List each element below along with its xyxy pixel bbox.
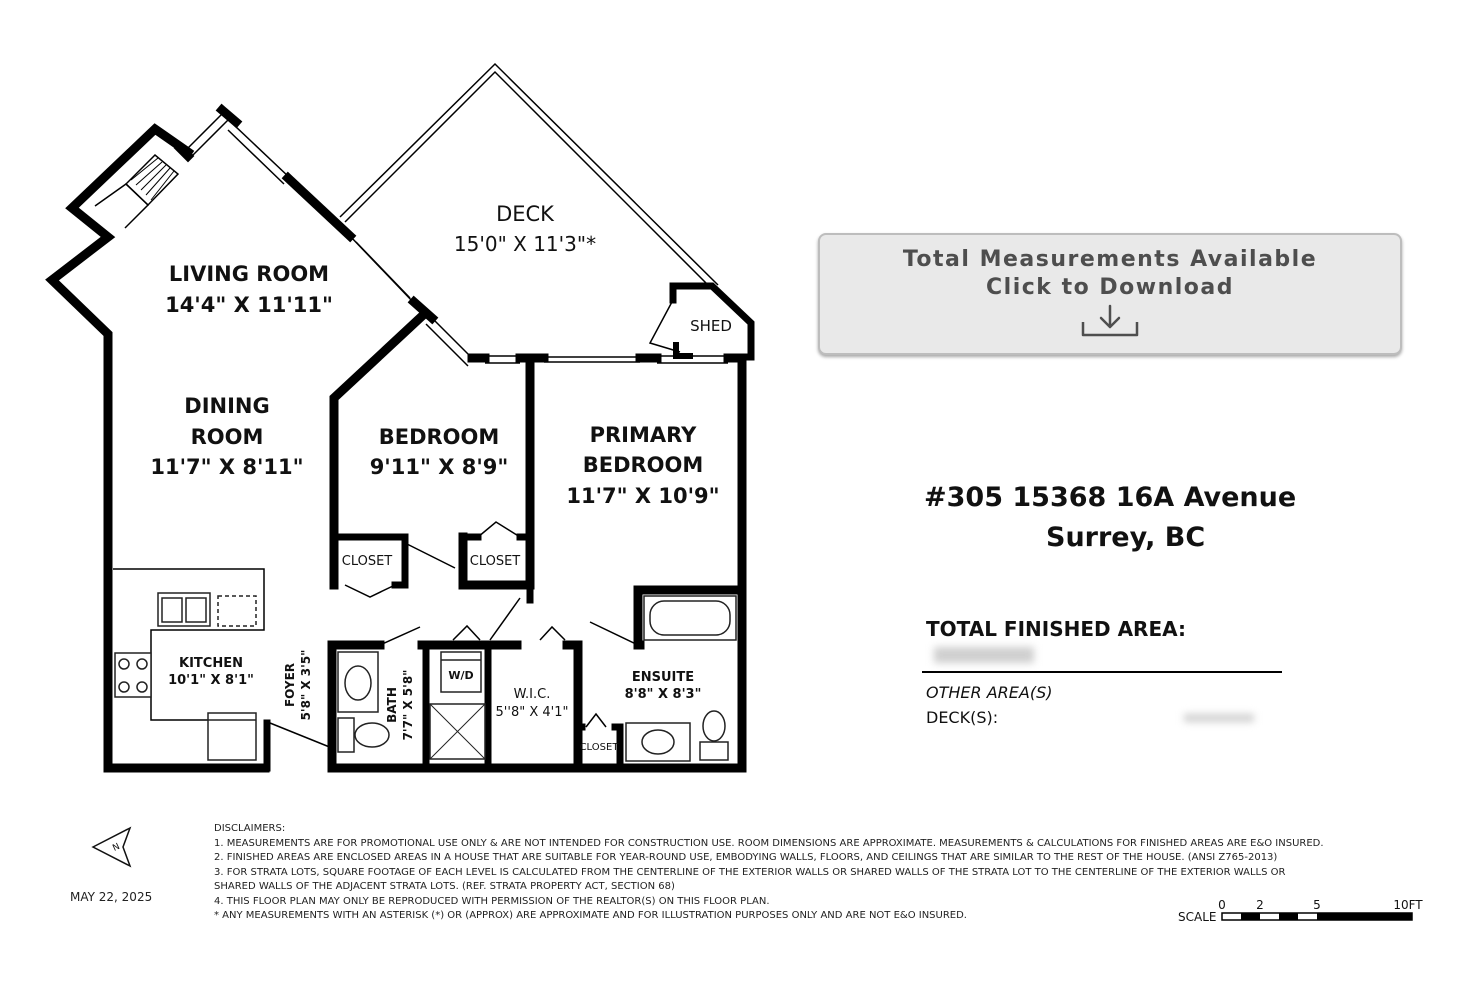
compass-label: N <box>111 842 121 854</box>
primary-bedroom-dims: 11'7" X 10'9" <box>566 484 719 508</box>
wic-dims: 5''8" X 4'1" <box>496 705 569 720</box>
scale-bar: SCALE 0 2 5 10FT <box>1178 898 1423 924</box>
bath-fixtures <box>337 651 486 760</box>
shed-label: SHED <box>690 317 732 335</box>
wd-label: W/D <box>448 669 473 682</box>
living-room-label: LIVING ROOM <box>169 262 329 286</box>
address: #305 15368 16A Avenue Surrey, BC <box>900 478 1340 558</box>
download-line-2: Click to Download <box>986 275 1234 300</box>
primary-bedroom-label-1: PRIMARY <box>590 423 698 447</box>
total-finished-area-label: TOTAL FINISHED AREA: <box>926 617 1186 641</box>
dining-room-label-2: ROOM <box>191 425 264 449</box>
disclaimer-line: 4. THIS FLOOR PLAN MAY ONLY BE REPRODUCE… <box>214 895 770 907</box>
disclaimer-line: 3. FOR STRATA LOTS, SQUARE FOOTAGE OF EA… <box>214 866 1286 878</box>
area-summary: TOTAL FINISHED AREA: OTHER AREA(S) DECK(… <box>922 613 1282 727</box>
scale-label: SCALE <box>1178 910 1216 924</box>
plan-date: MAY 22, 2025 <box>70 890 153 904</box>
disclaimers-heading: DISCLAIMERS: <box>214 823 286 834</box>
disclaimer-line: SHARED WALLS OF THE ADJACENT STRATA LOTS… <box>214 881 675 892</box>
deck-area-label: DECK(S): <box>926 708 999 727</box>
kitchen-fixtures <box>113 568 265 761</box>
deck-label: DECK <box>496 202 555 226</box>
ensuite-fixtures <box>625 595 737 762</box>
disclaimers: DISCLAIMERS: 1. MEASUREMENTS ARE FOR PRO… <box>214 822 1324 924</box>
deck-dims: 15'0" X 11'3"* <box>454 232 596 256</box>
bath-dims: 7'7" X 5'8" <box>401 670 415 741</box>
closet-right-label: CLOSET <box>470 554 521 569</box>
scale-tick-0: 0 <box>1218 898 1226 912</box>
redacted-area-value <box>934 646 1034 663</box>
bath-label: BATH <box>385 687 399 723</box>
north-arrow-icon: N <box>91 826 132 868</box>
closet-ensuite-label: CLOSET <box>580 742 620 753</box>
scale-tick-2: 2 <box>1256 898 1264 912</box>
download-line-1: Total Measurements Available <box>902 247 1318 272</box>
wic-label: W.I.C. <box>514 687 551 702</box>
redacted-deck-value <box>1184 714 1254 722</box>
living-room-dims: 14'4" X 11'11" <box>165 293 333 317</box>
closet-left-label: CLOSET <box>342 554 393 569</box>
deck-area-row: DECK(S): <box>926 708 1282 727</box>
disclaimer-line: 2. FINISHED AREAS ARE ENCLOSED AREAS IN … <box>214 852 1278 863</box>
disclaimer-line: 1. MEASUREMENTS ARE FOR PROMOTIONAL USE … <box>214 837 1324 849</box>
ensuite-label: ENSUITE <box>632 670 694 685</box>
interior-walls <box>327 311 747 773</box>
kitchen-label: KITCHEN <box>179 656 243 671</box>
exterior-walls <box>45 103 747 773</box>
kitchen-dims: 10'1" X 8'1" <box>168 673 254 688</box>
deck-outline <box>339 62 719 290</box>
foyer-label: FOYER <box>283 663 297 707</box>
dining-room-label-1: DINING <box>184 394 269 418</box>
ensuite-dims: 8'8" X 8'3" <box>625 687 702 702</box>
primary-bedroom-label-2: BEDROOM <box>583 453 704 477</box>
other-areas-label: OTHER AREA(S) <box>926 683 1053 702</box>
foyer-dims: 5'8" X 3'5" <box>299 650 313 721</box>
address-line-2: Surrey, BC <box>1046 522 1206 553</box>
disclaimer-line: * ANY MEASUREMENTS WITH AN ASTERISK (*) … <box>214 910 967 921</box>
address-line-1: #305 15368 16A Avenue <box>924 482 1297 513</box>
bedroom-label: BEDROOM <box>379 425 500 449</box>
scale-tick-5: 5 <box>1313 898 1321 912</box>
download-measurements-button[interactable]: Total Measurements Available Click to Do… <box>818 233 1402 355</box>
scale-tick-10: 10FT <box>1393 898 1423 912</box>
download-icon <box>1081 304 1139 337</box>
bedroom-dims: 9'11" X 8'9" <box>370 455 509 479</box>
total-finished-area: TOTAL FINISHED AREA: <box>922 613 1282 673</box>
dining-room-dims: 11'7" X 8'11" <box>150 455 303 479</box>
